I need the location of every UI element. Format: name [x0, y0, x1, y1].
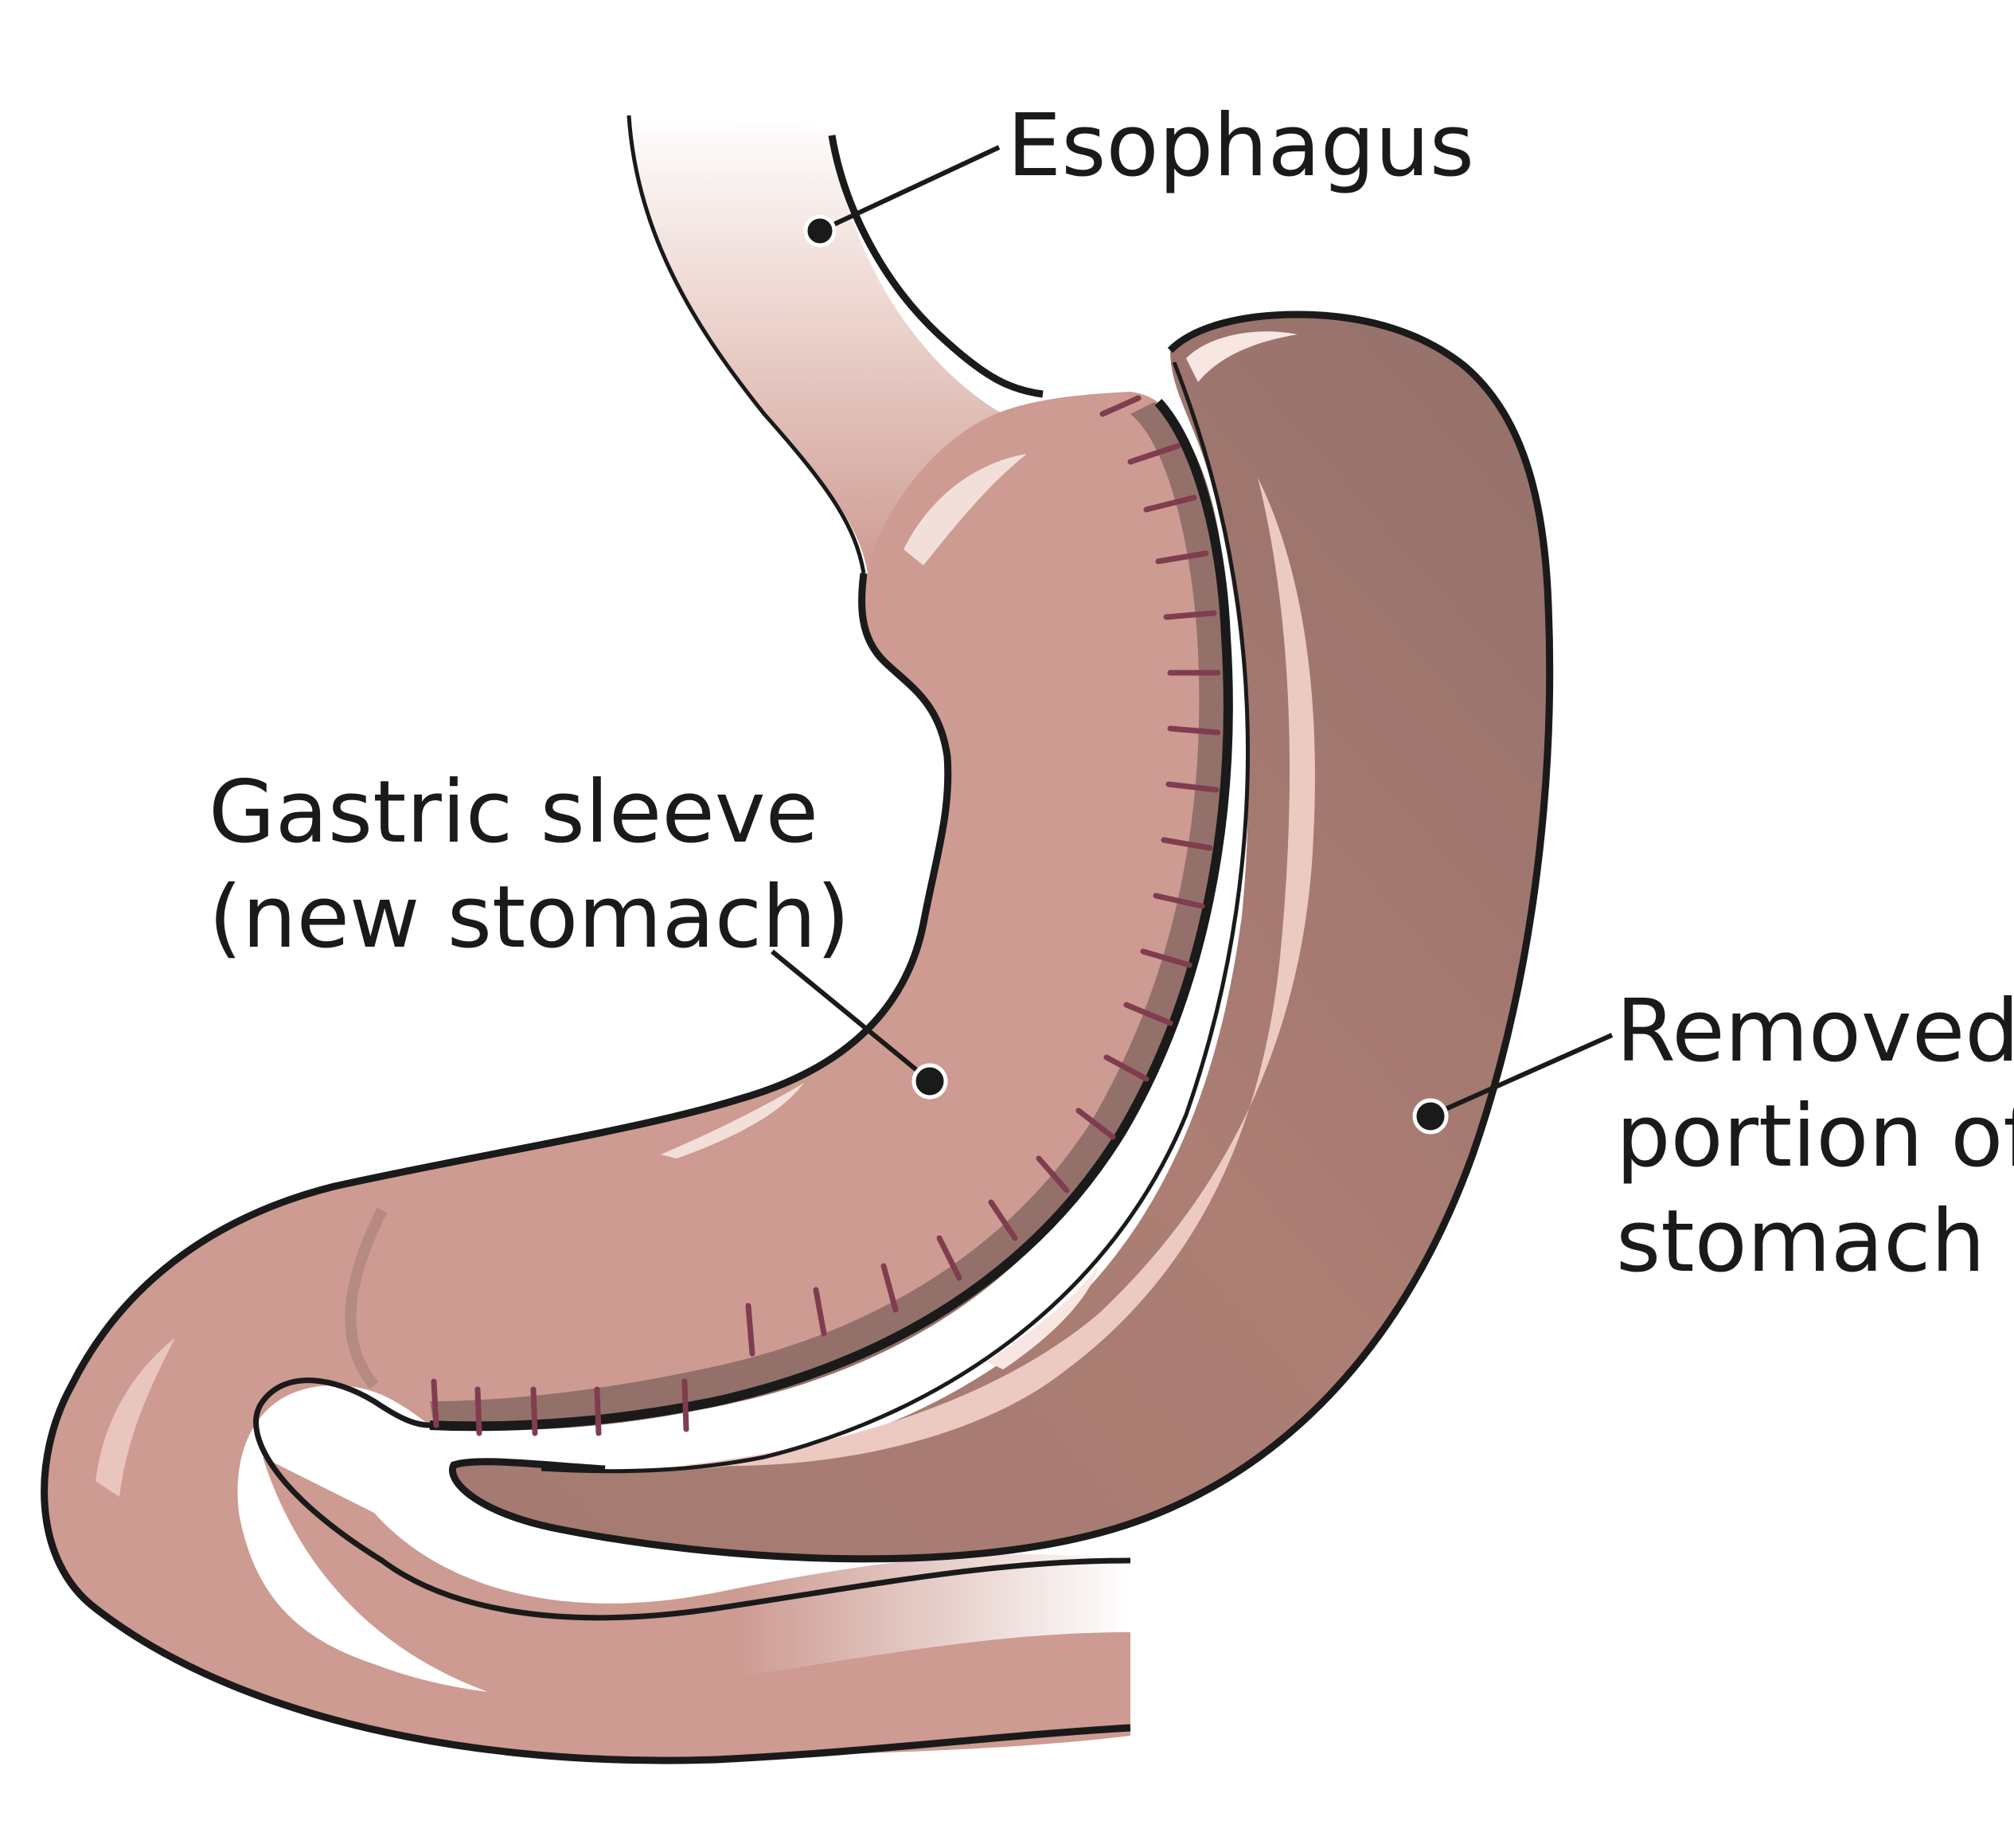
- leader-gastric-sleeve: [771, 949, 948, 1100]
- removed-portion-highlight: [987, 1266, 1099, 1369]
- sleeve-highlight: [96, 1338, 175, 1497]
- removed-portion-outline: [449, 311, 1554, 1563]
- removed-portion-inner-outline: [541, 361, 1250, 1474]
- esophagus-label: Esophagus: [1007, 94, 1474, 199]
- esophagus-right-outline: [828, 135, 1044, 398]
- removed-portion-label-line1: Removed: [1616, 982, 2014, 1081]
- staples: [431, 395, 1221, 1436]
- esophagus-shape: [629, 115, 1003, 573]
- sleeve-highlight: [904, 454, 1027, 565]
- removed-portion-label-line3: stomach: [1616, 1192, 1985, 1291]
- gastric-sleeve-label-line1: Gastric sleeve: [209, 763, 819, 862]
- gastric-sleeve-label-line2: (new stomach): [209, 868, 850, 967]
- sleeve-highlight: [661, 1083, 804, 1158]
- sleeve-inner-curve: [345, 1207, 388, 1389]
- esophagus-left-outline: [626, 115, 866, 574]
- staple-line: [429, 398, 1233, 1432]
- leader-removed-portion: [1412, 1033, 1614, 1135]
- gastric-sleeve-shape: [44, 392, 1221, 1761]
- removed-portion-highlight: [1186, 331, 1298, 382]
- leader-esophagus: [803, 145, 1001, 248]
- removed-portion-shape: [452, 315, 1550, 1559]
- removed-portion-label: Removed portion of stomach: [1616, 979, 2014, 1295]
- sleeve-inner-outline: [253, 1377, 1131, 1621]
- sleeve-outline: [41, 572, 1131, 1764]
- esophagus-label-text: Esophagus: [1007, 96, 1475, 196]
- gastric-sleeve-label: Gastric sleeve (new stomach): [209, 760, 850, 971]
- removed-portion-label-line2: portion of: [1616, 1087, 2014, 1186]
